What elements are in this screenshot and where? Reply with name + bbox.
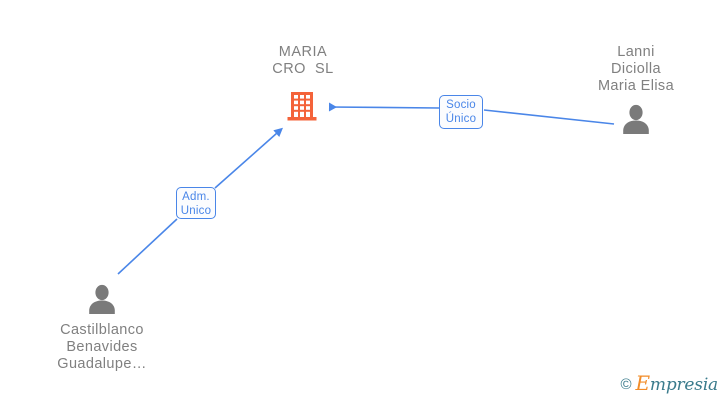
relation-socio-unico-line2: Único	[445, 113, 477, 125]
person-right-name-line2: Diciolla	[611, 61, 661, 77]
empresia-logo: Empresia	[636, 373, 719, 395]
relation-adm-unico-line1: Adm.	[182, 191, 210, 203]
edge-adm-unico	[117, 127, 283, 275]
watermark: © Empresia	[620, 373, 719, 395]
relation-socio-unico-line1: Socio	[446, 99, 476, 111]
person-right-name-line3: Maria Elisa	[597, 78, 675, 94]
empresia-logo-rest: mpresia	[649, 375, 718, 395]
building-icon[interactable]	[287, 91, 317, 121]
empresia-logo-initial: E	[635, 371, 651, 395]
person-right-name-line1: Lanni	[617, 44, 655, 60]
copyright-icon: ©	[620, 376, 632, 393]
person-left-name: Castilblanco Benavides Guadalupe…	[40, 322, 164, 373]
person-right-name: Lanni Diciolla Maria Elisa	[574, 44, 698, 95]
person-left-name-line1: Castilblanco	[60, 322, 144, 338]
person-left-name-line3: Guadalupe…	[57, 356, 147, 372]
person-left-name-line2: Benavides	[66, 339, 138, 355]
relation-adm-unico-line2: Unico	[180, 205, 212, 217]
person-icon[interactable]	[620, 104, 652, 134]
relation-badge-adm-unico[interactable]: Adm. Unico	[176, 187, 216, 219]
company-name: MARIA CRO SL	[248, 44, 358, 78]
company-name-line2: CRO SL	[272, 61, 334, 77]
person-icon[interactable]	[86, 284, 118, 314]
company-name-line1: MARIA	[278, 44, 328, 60]
edge-socio-unico	[328, 102, 615, 125]
